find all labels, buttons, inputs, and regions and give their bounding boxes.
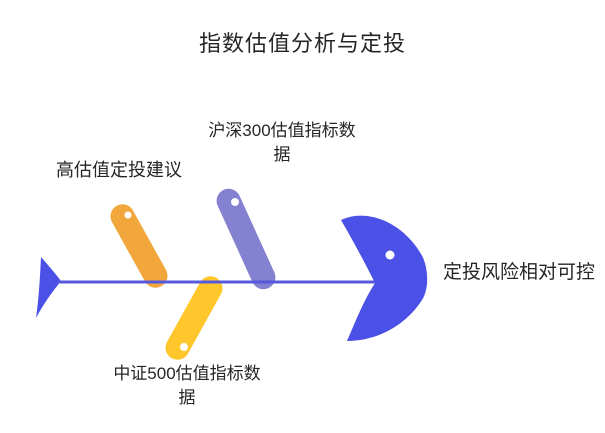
branch-label-csi500: 中证500估值指标数据 bbox=[113, 364, 261, 407]
branch-label-high-valuation: 高估值定投建议 bbox=[56, 160, 182, 180]
branch-label-hs300: 沪深300估值指标数据 bbox=[208, 121, 356, 164]
diagram-title: 指数估值分析与定投 bbox=[198, 31, 406, 56]
fish-head-label: 定投风险相对可控 bbox=[443, 262, 596, 283]
